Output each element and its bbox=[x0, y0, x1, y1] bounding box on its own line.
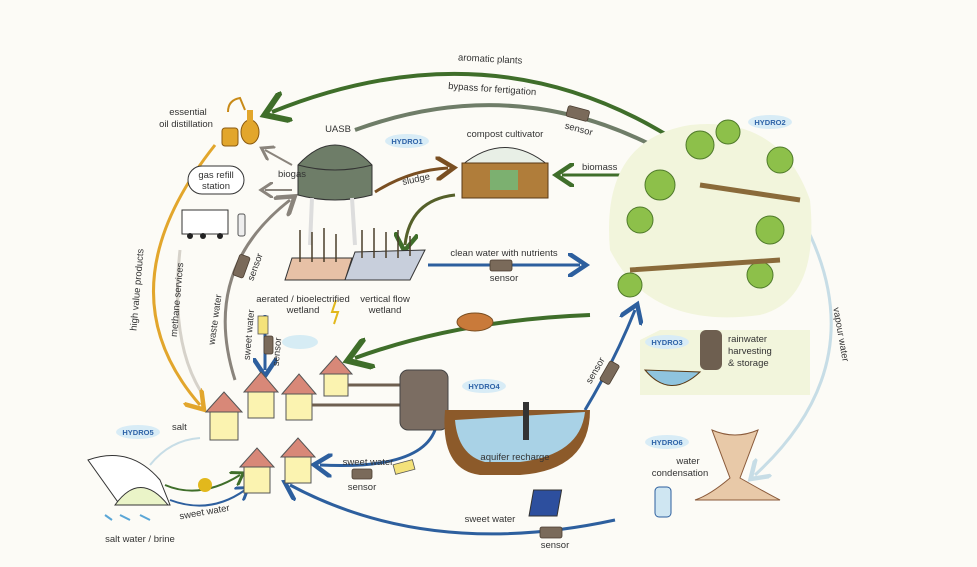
aerated-wetland-label: aerated / bioelectrified bbox=[256, 294, 349, 305]
sensor-label-bypass: sensor bbox=[563, 121, 593, 139]
essential-oil-label: essential bbox=[169, 107, 207, 118]
sensor-icons bbox=[232, 105, 620, 539]
high-value-label: high value products bbox=[128, 248, 146, 331]
sensor-label-mid: sensor bbox=[348, 482, 377, 493]
aquifer-label: aquifer recharge bbox=[480, 452, 549, 463]
cloud-icon bbox=[282, 335, 318, 349]
salt-label: salt bbox=[172, 422, 187, 433]
salt-arrow bbox=[149, 437, 201, 466]
food-forest-garden-icon bbox=[609, 119, 812, 318]
vertical-wetland-label: vertical flow bbox=[360, 294, 410, 305]
vapour-water-arrow bbox=[755, 214, 833, 475]
essential-oil-label-2: oil distillation bbox=[159, 119, 213, 130]
sweet-water-mid-label: sweet water bbox=[343, 457, 394, 468]
sweet-water-bottom-arrow bbox=[290, 485, 616, 536]
aromatic-label: aromatic plants bbox=[458, 52, 523, 66]
aerated-wetland-label-2: wetland bbox=[286, 305, 320, 316]
rainwater-label-3: & storage bbox=[728, 358, 769, 369]
condensation-label-2: condensation bbox=[652, 468, 709, 479]
waste-water-label: waste water bbox=[206, 294, 224, 347]
sensor-label-vertical: sensor bbox=[271, 337, 284, 366]
aromatic-plants-arrow bbox=[272, 71, 692, 152]
sweet-water-vertical-label: sweet water bbox=[242, 309, 257, 360]
gas-refill-label-2: station bbox=[202, 181, 230, 192]
sweet-water-bottom-label: sweet water bbox=[465, 514, 516, 525]
sensor-label-bottom: sensor bbox=[541, 540, 570, 551]
greenhouse-sweet-water-arrow bbox=[169, 490, 245, 507]
methane-arrow bbox=[176, 249, 202, 391]
hydro3-badge: HYDRO3 bbox=[651, 338, 682, 347]
hydro2-badge: HYDRO2 bbox=[754, 118, 785, 127]
aquifer-recharge-icon bbox=[399, 369, 590, 475]
sensor-label-clean: sensor bbox=[490, 273, 519, 284]
sludge-label: sludge bbox=[401, 171, 431, 188]
salt-water-label: salt water / brine bbox=[105, 534, 175, 545]
vapour-water-label: vapour water bbox=[830, 307, 850, 363]
gas-refill-label: gas refill bbox=[198, 170, 233, 181]
hydro4-badge: HYDRO4 bbox=[468, 382, 500, 391]
aquifer-to-garden-arrow bbox=[583, 310, 635, 411]
biogas-label: biogas bbox=[278, 169, 306, 180]
hydro5-badge: HYDRO5 bbox=[122, 428, 153, 437]
compost-to-wetland-arrow bbox=[405, 193, 456, 245]
methane-label: methane services bbox=[169, 262, 186, 337]
gas-refill-station-icon bbox=[181, 165, 246, 239]
sensor-label-waste: sensor bbox=[246, 252, 266, 283]
compost-label: compost cultivator bbox=[467, 129, 544, 140]
water-pipes bbox=[312, 383, 405, 407]
biogas-arrow-1 bbox=[265, 150, 293, 166]
water-condensation-tower-icon bbox=[528, 429, 781, 518]
wetlands-icon bbox=[284, 228, 426, 325]
sludge-arrow bbox=[374, 168, 448, 194]
hydro6-badge: HYDRO6 bbox=[651, 438, 682, 447]
uasb-label: UASB bbox=[325, 124, 351, 135]
rainwater-label-2: harvesting bbox=[728, 346, 772, 357]
clean-water-label: clean water with nutrients bbox=[450, 248, 557, 259]
bypass-label: bypass for fertigation bbox=[448, 81, 537, 98]
bypass-arrow bbox=[354, 103, 671, 157]
waste-water-arrow bbox=[223, 200, 290, 381]
village-houses bbox=[204, 355, 354, 494]
uasb-digester-icon bbox=[297, 144, 373, 246]
oil-distillation-icon bbox=[221, 96, 260, 147]
hydro1-badge: HYDRO1 bbox=[391, 137, 422, 146]
sweet-water-mid-arrow bbox=[320, 429, 437, 466]
compost-cultivator-icon bbox=[461, 147, 549, 199]
greenhouse-icon bbox=[87, 455, 212, 521]
condensation-label: water bbox=[675, 456, 699, 467]
vertical-wetland-label-2: wetland bbox=[368, 305, 402, 316]
rainwater-label: rainwater bbox=[728, 334, 767, 345]
fruit-basket-icon bbox=[456, 312, 494, 332]
biomass-label: biomass bbox=[582, 162, 618, 173]
